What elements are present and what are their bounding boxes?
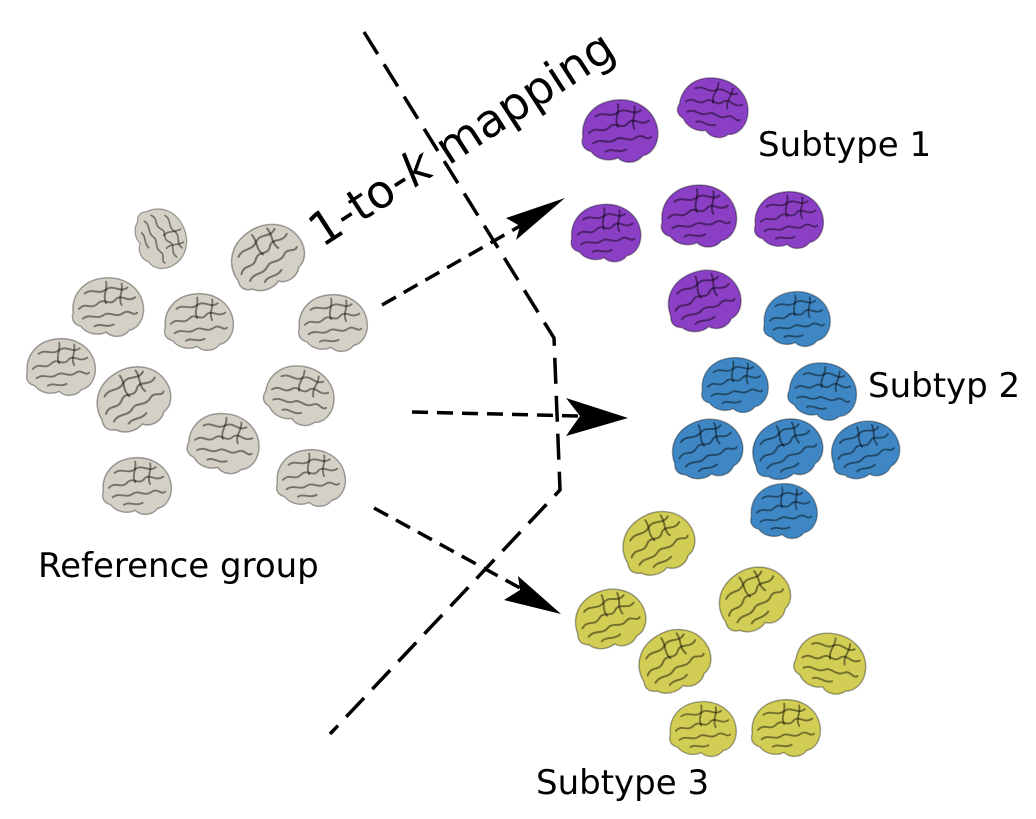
subtype1-brain: [671, 69, 757, 145]
subtype2-brain: [823, 412, 907, 488]
reference-brain: [182, 406, 266, 480]
subtype3-brain: [567, 580, 653, 658]
reference-brain: [163, 292, 235, 352]
reference-brain: [71, 276, 145, 338]
reference-brain: [297, 293, 369, 353]
arrowhead-subtype3: [504, 576, 561, 614]
arrow-to-subtype3: [373, 506, 521, 590]
arrowhead-subtype2: [566, 398, 628, 436]
reference-brain: [275, 448, 347, 508]
reference-brain: [257, 357, 343, 433]
reference-brain: [84, 353, 182, 445]
separator-line: [328, 31, 562, 736]
subtype1-brain: [570, 203, 642, 263]
subtype3-brain: [788, 624, 874, 702]
reference-group-label: Reference group: [38, 546, 319, 586]
reference-brain: [125, 199, 197, 277]
subtype3-brains: [567, 499, 874, 758]
subtype1-brain: [581, 98, 659, 164]
subtype2-brain: [742, 408, 832, 490]
subtype3-brain: [610, 499, 706, 587]
subtype2-label: Subtyp 2: [868, 366, 1020, 406]
arrow-to-subtype1: [381, 224, 521, 307]
subtype3-brain: [668, 700, 738, 758]
reference-brain: [25, 337, 97, 397]
subtype1-brain: [659, 261, 749, 341]
arrowheads: [504, 198, 628, 614]
subtype2-brain: [762, 290, 832, 348]
reference-brain: [217, 210, 317, 304]
subtype3-brain: [706, 553, 802, 645]
mapping-arrows: [373, 224, 581, 590]
subtype3-brain: [750, 698, 822, 758]
reference-brain: [101, 456, 173, 516]
reference-group-brains: [25, 199, 369, 516]
subtype1-brain: [753, 190, 825, 250]
mapping-title-suffix: mapping: [413, 20, 625, 184]
subtype2-brain: [783, 356, 863, 426]
subtype2-brain: [749, 482, 819, 540]
arrowhead-subtype1: [506, 198, 565, 240]
subtype2-brain: [664, 410, 750, 488]
arrow-to-subtype2: [411, 410, 581, 418]
subtype3-label: Subtype 3: [536, 763, 709, 803]
subtype1-label: Subtype 1: [758, 125, 931, 165]
subtype2-brain: [700, 356, 770, 414]
subtype1-brain: [660, 183, 738, 249]
